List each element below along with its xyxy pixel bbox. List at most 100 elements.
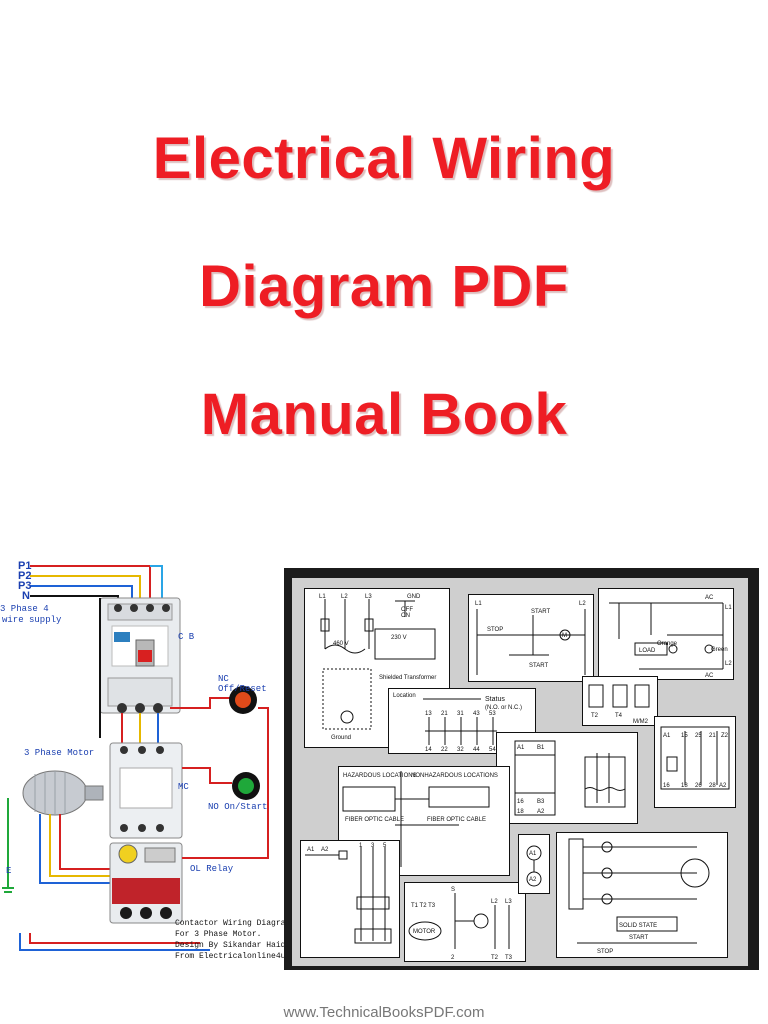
svg-text:54: 54 — [489, 747, 496, 753]
svg-text:A1: A1 — [663, 733, 671, 739]
title-line-3: Manual Book — [200, 382, 568, 447]
svg-text:T3: T3 — [505, 955, 513, 961]
svg-text:26: 26 — [695, 783, 702, 789]
svg-text:Orange: Orange — [657, 641, 678, 647]
svg-text:A1: A1 — [517, 745, 525, 751]
svg-text:A2: A2 — [321, 847, 329, 853]
svg-text:MOTOR: MOTOR — [413, 929, 436, 935]
svg-text:FIBER OPTIC CABLE: FIBER OPTIC CABLE — [427, 817, 486, 823]
phase-label-p3: P3 — [18, 580, 32, 592]
svg-text:SOLID STATE: SOLID STATE — [619, 923, 657, 929]
svg-text:L1: L1 — [725, 605, 732, 611]
svg-text:32: 32 — [457, 747, 464, 753]
svg-text:STOP: STOP — [597, 949, 613, 955]
caption-line-2: For 3 Phase Motor. — [175, 930, 262, 939]
svg-text:START: START — [629, 935, 648, 941]
svg-text:A2: A2 — [719, 783, 727, 789]
svg-text:S: S — [451, 887, 455, 893]
svg-text:L2: L2 — [579, 601, 586, 607]
footer-url: www.TechnicalBooksPDF.com — [283, 1004, 485, 1021]
svg-text:Status: Status — [485, 696, 505, 703]
supply-label-line1: 3 Phase 4 — [0, 604, 49, 614]
supply-label-line2: wire supply — [2, 615, 62, 625]
svg-text:T2: T2 — [491, 955, 499, 961]
svg-text:STOP: STOP — [487, 627, 503, 633]
svg-text:13: 13 — [425, 711, 432, 717]
svg-text:A2: A2 — [537, 809, 545, 815]
svg-text:A2: A2 — [529, 877, 537, 883]
phase-label-p2: P2 — [18, 570, 32, 582]
svg-text:AC: AC — [705, 595, 714, 601]
svg-text:AC: AC — [705, 673, 714, 679]
svg-text:L1: L1 — [319, 594, 326, 600]
svg-text:GND: GND — [407, 594, 421, 600]
svg-text:START: START — [529, 663, 548, 669]
svg-text:Ground: Ground — [331, 735, 351, 741]
svg-text:B1: B1 — [537, 745, 545, 751]
svg-text:21: 21 — [709, 733, 716, 739]
svg-text:ON: ON — [401, 613, 410, 619]
svg-text:21: 21 — [441, 711, 448, 717]
svg-text:16: 16 — [517, 799, 524, 805]
svg-text:LOAD: LOAD — [639, 648, 656, 654]
svg-text:2: 2 — [451, 955, 455, 961]
svg-text:18: 18 — [681, 783, 688, 789]
caption-line-1: Contactor Wiring Diagram — [175, 919, 291, 928]
svg-text:28: 28 — [709, 783, 716, 789]
svg-text:25: 25 — [695, 733, 702, 739]
svg-text:(N.O. or N.C.): (N.O. or N.C.) — [485, 705, 522, 711]
ol-relay-label: OL Relay — [190, 864, 234, 874]
contactor-wiring-illustration: P1 P2 P3 N 3 Phase 4 wire supply C B NC … — [0, 558, 282, 970]
svg-text:43: 43 — [473, 711, 480, 717]
svg-text:53: 53 — [489, 711, 496, 717]
phase-label-n: N — [22, 590, 30, 602]
svg-text:1: 1 — [359, 843, 363, 849]
phase-label-p1: P1 — [18, 560, 32, 572]
svg-text:OFF: OFF — [401, 607, 413, 613]
svg-text:L1: L1 — [475, 601, 482, 607]
svg-text:18: 18 — [517, 809, 524, 815]
svg-text:44: 44 — [473, 747, 480, 753]
svg-text:L3: L3 — [365, 594, 372, 600]
svg-text:14: 14 — [425, 747, 432, 753]
cb-label: C B — [178, 632, 195, 642]
svg-text:T2: T2 — [591, 713, 599, 719]
svg-text:HAZARDOUS LOCATIONS: HAZARDOUS LOCATIONS — [343, 773, 417, 779]
nc-off-label: NC Off/Reset — [218, 674, 267, 694]
solid-state-overload-schematic: SOLID STATE STOP START — [556, 832, 728, 958]
no-start-label: NO On/Start — [208, 802, 268, 812]
svg-text:T4: T4 — [615, 713, 623, 719]
title-line-2: Diagram PDF — [199, 254, 569, 319]
svg-text:460 V: 460 V — [333, 641, 349, 647]
svg-text:T1 T2 T3: T1 T2 T3 — [411, 903, 436, 909]
svg-text:15: 15 — [681, 733, 688, 739]
svg-text:22: 22 — [441, 747, 448, 753]
svg-text:FIBER OPTIC CABLE: FIBER OPTIC CABLE — [345, 817, 404, 823]
motor-label: 3 Phase Motor — [24, 748, 95, 758]
contactor-caption: Contactor Wiring Diagram For 3 Phase Mot… — [175, 918, 305, 962]
svg-text:31: 31 — [457, 711, 464, 717]
svg-text:Green: Green — [711, 647, 728, 653]
earth-label: E — [6, 866, 12, 876]
svg-text:Location: Location — [393, 693, 416, 699]
title-line-1: Electrical Wiring — [152, 126, 616, 191]
svg-text:M/M2: M/M2 — [633, 719, 649, 725]
mc-label: MC — [178, 782, 189, 792]
contactor-wiring-drawing — [2, 565, 269, 951]
caption-line-4: From Electricalonline4u.com — [175, 952, 305, 961]
svg-text:START: START — [531, 609, 550, 615]
svg-text:L2: L2 — [491, 899, 498, 905]
svg-text:A1: A1 — [529, 851, 537, 857]
svg-text:Shielded Transformer: Shielded Transformer — [379, 675, 436, 681]
svg-text:Z2: Z2 — [721, 733, 729, 739]
svg-text:3: 3 — [371, 843, 375, 849]
